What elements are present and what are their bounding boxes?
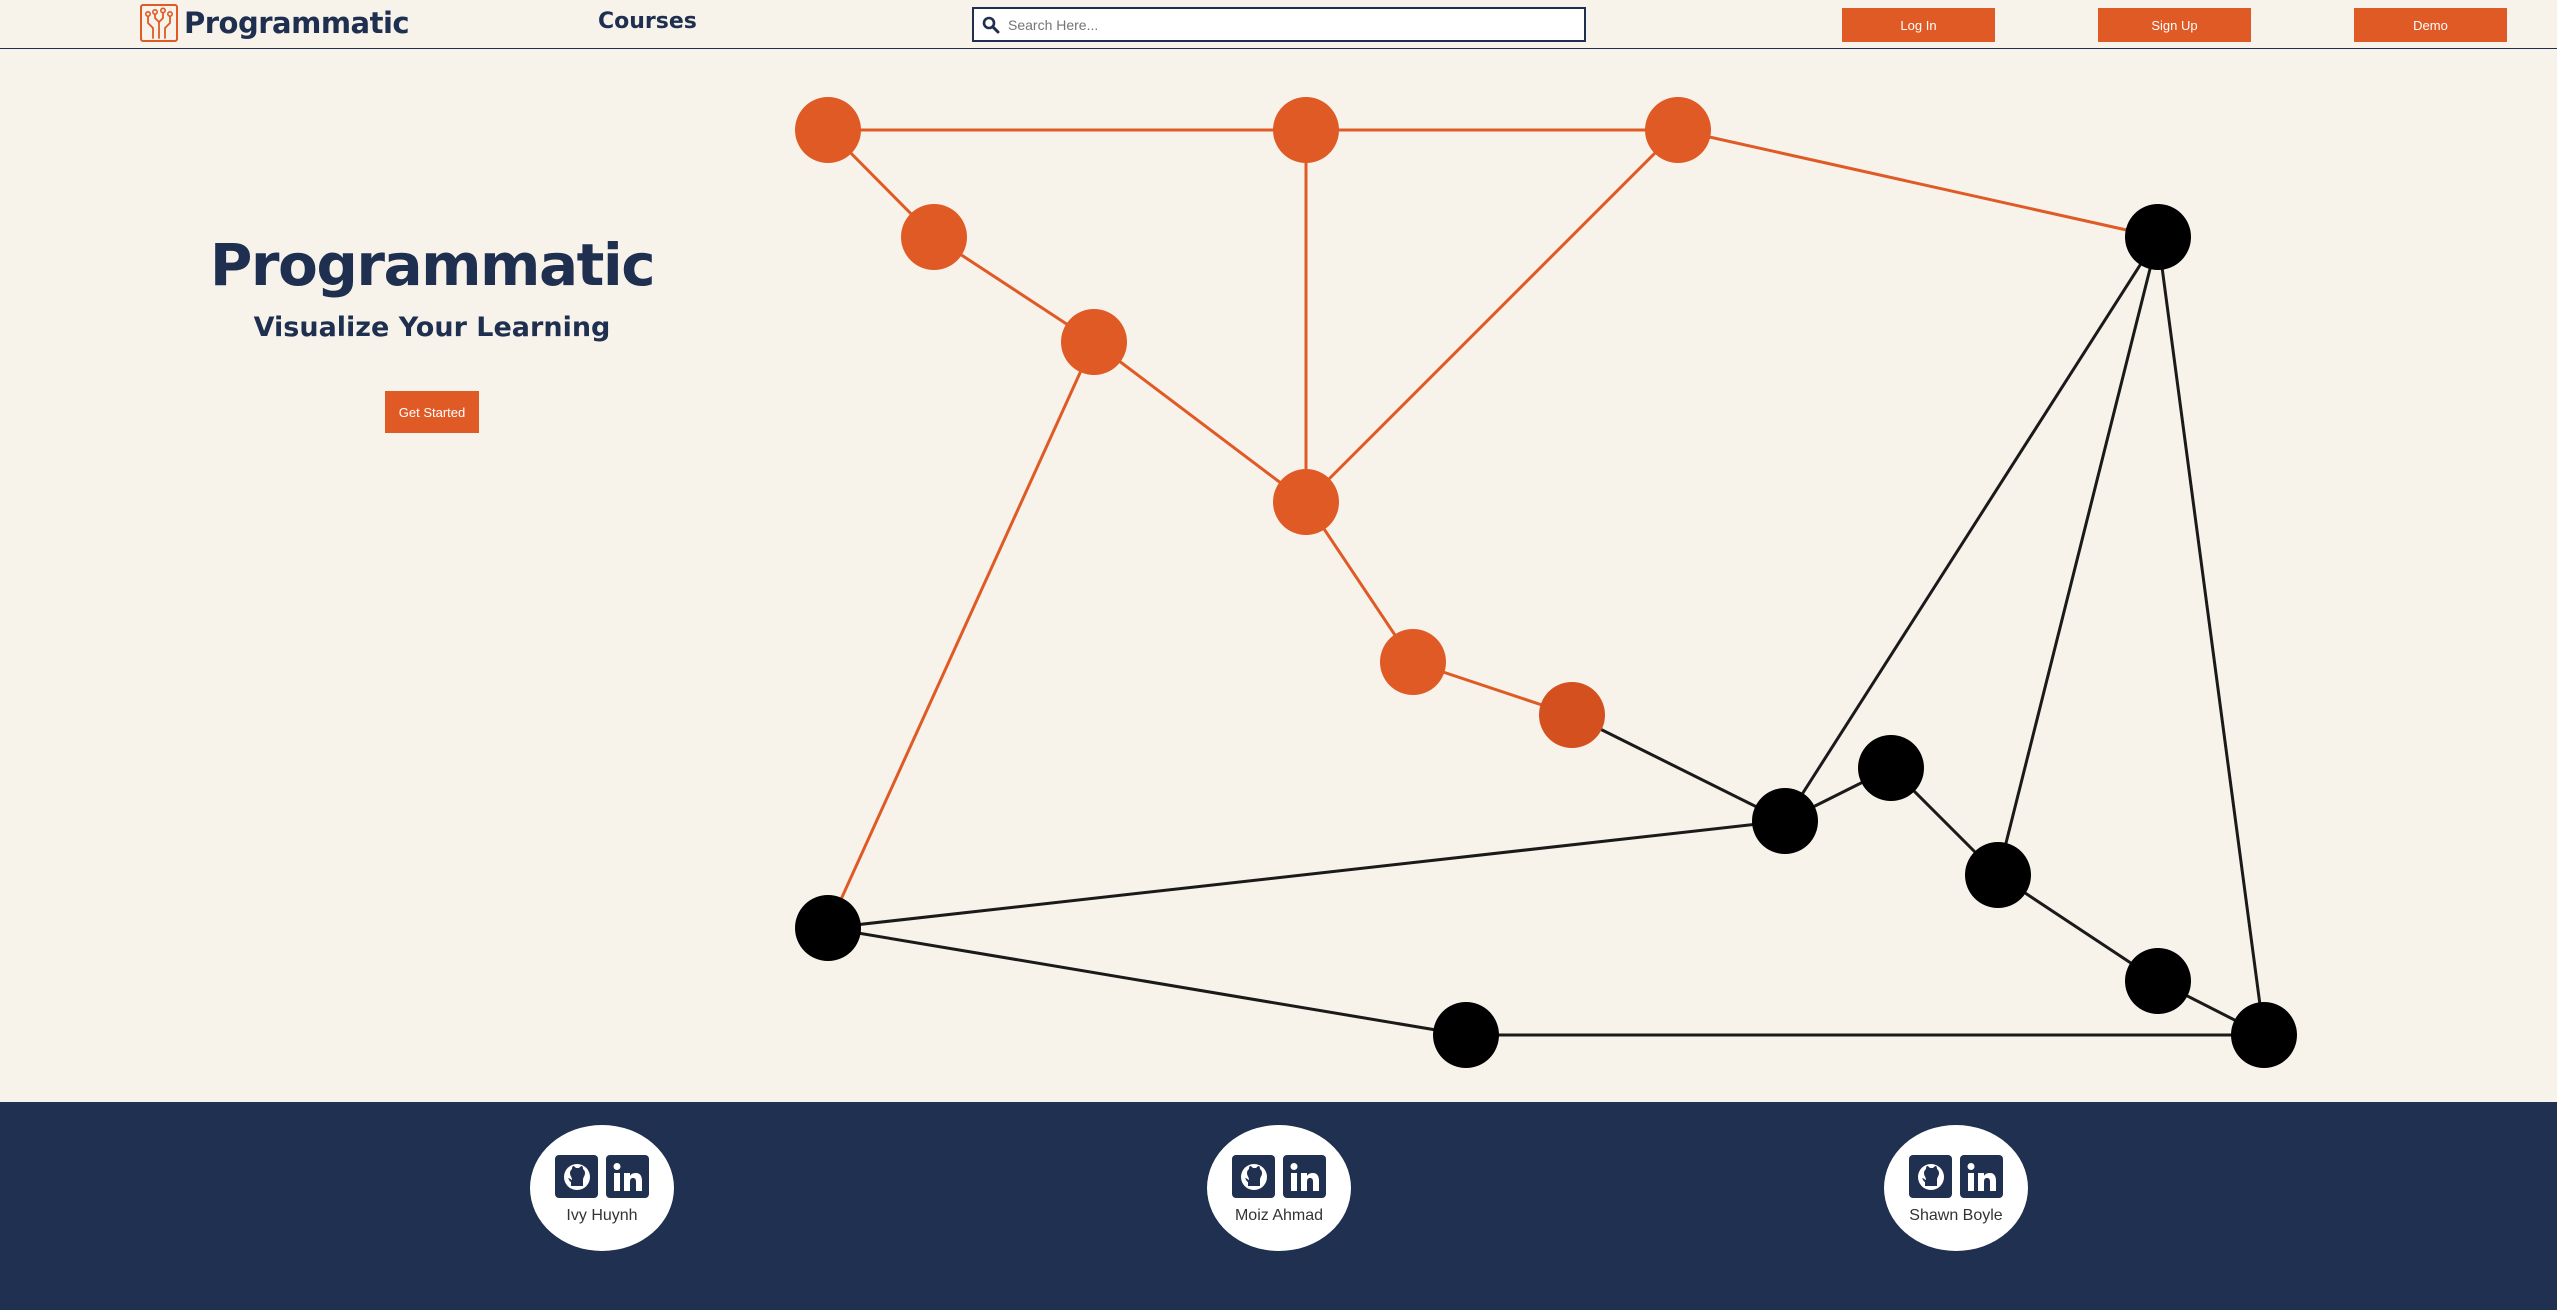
graph-node [2125,204,2191,270]
graph-edge [1889,766,2000,877]
graph-edge [1996,236,2160,876]
brand-logo-link[interactable]: Programmatic [140,2,410,44]
team-member-name: Moiz Ahmad [1234,1207,1324,1224]
search-input[interactable] [1008,10,1584,39]
courses-link[interactable]: Courses [598,9,697,34]
team-member-card: Moiz Ahmad [1206,1124,1352,1252]
black-nodes [795,204,2297,1068]
footer: Ivy Huynh Moiz Ahmad [0,1102,2557,1310]
graph-edge [1784,766,1892,823]
graph-edge [1412,660,1573,717]
graph-node [1965,842,2031,908]
graph-node [1645,97,1711,163]
network-graph-illustration [795,97,2297,1068]
graph-node [795,895,861,961]
signup-button[interactable]: Sign Up [2098,8,2251,42]
graph-edge [826,128,936,239]
get-started-button[interactable]: Get Started [385,391,479,433]
orange-nodes [795,97,1711,748]
linkedin-icon[interactable] [1283,1155,1326,1198]
social-links [530,1155,674,1198]
graph-node [1380,629,1446,695]
graph-edge [933,235,1095,344]
graph-edge [1304,501,1415,663]
team-member-name: Shawn Boyle [1909,1207,2003,1224]
graph-edge [827,926,1467,1037]
graph-edge [1571,713,1786,823]
social-links [1884,1155,2028,1198]
graph-node [1752,788,1818,854]
top-navbar: Programmatic Courses Log In Sign Up Demo [0,0,2557,49]
github-icon[interactable] [1909,1155,1952,1198]
github-icon[interactable] [555,1155,598,1198]
graph-edge [2157,979,2265,1037]
hero-subtitle: Visualize Your Learning [253,312,611,343]
graph-node [2125,948,2191,1014]
hero-title: Programmatic [209,231,656,299]
graph-node [901,204,967,270]
graph-edge [1997,873,2159,983]
graph-edge [827,819,1786,930]
graph-edge [1783,236,2160,822]
graph-edge [1093,340,1307,504]
black-edges [827,236,2266,1037]
team-member-card: Ivy Huynh [529,1124,675,1252]
graph-node [1061,309,1127,375]
graph-node [2231,1002,2297,1068]
graph-node [1273,97,1339,163]
graph-node [795,97,861,163]
graph-node [1433,1002,1499,1068]
linkedin-icon[interactable] [1960,1155,2003,1198]
team-member-card: Shawn Boyle [1883,1124,2029,1252]
graph-edge [826,341,1096,929]
graph-edge [1304,128,1680,504]
linkedin-icon[interactable] [606,1155,649,1198]
login-button[interactable]: Log In [1842,8,1995,42]
team-member-name: Ivy Huynh [566,1207,638,1224]
brand-name: Programmatic [184,6,410,40]
orange-edges [826,128,2159,929]
search-icon [974,9,1008,40]
graph-edge [1677,128,2159,239]
github-icon[interactable] [1232,1155,1275,1198]
circuit-logo-icon [140,4,178,42]
search-bar [972,7,1586,42]
graph-node [1858,735,1924,801]
graph-node [1273,469,1339,535]
demo-button[interactable]: Demo [2354,8,2507,42]
social-links [1207,1155,1351,1198]
graph-node [1539,682,1605,748]
graph-edge [2156,236,2266,1036]
